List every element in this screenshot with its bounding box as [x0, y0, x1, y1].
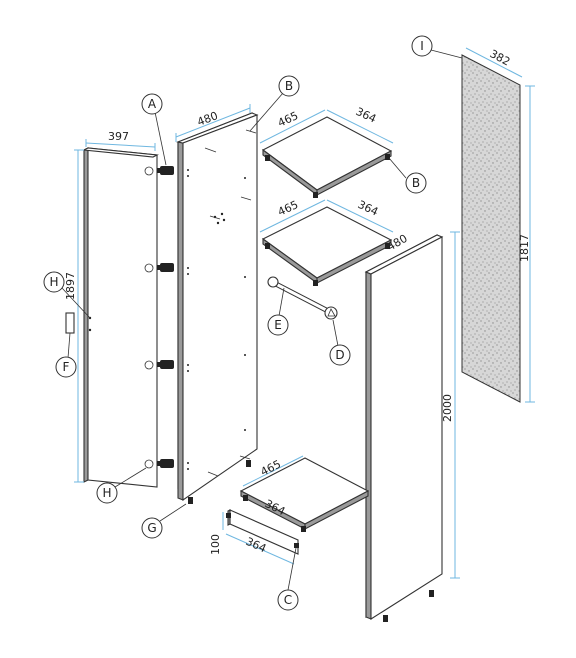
svg-text:E: E — [274, 318, 282, 332]
svg-text:D: D — [335, 348, 344, 362]
middle-shelf-dimension-lines — [259, 199, 394, 233]
svg-text:C: C — [284, 593, 292, 607]
right-panel-dimension-lines — [450, 231, 460, 579]
hanging-rod — [267, 276, 338, 320]
svg-text:F: F — [63, 360, 70, 374]
callout-h-bottom: H — [96, 467, 147, 504]
left-panel-feet — [188, 460, 251, 504]
callout-b-shelf: B — [388, 157, 427, 194]
top-shelf — [261, 116, 393, 198]
callout-e: E — [267, 287, 289, 336]
right-panel-depth-label: 480 — [385, 232, 410, 254]
callout-g: G — [141, 503, 187, 539]
left-panel-dimension-lines — [175, 104, 251, 142]
hinges — [157, 166, 174, 468]
back-panel-dimension-lines — [465, 47, 535, 403]
bottom-shelf-dimension-lines — [242, 455, 304, 487]
handle-part — [65, 312, 75, 334]
svg-text:G: G — [147, 521, 156, 535]
svg-text:B: B — [412, 176, 420, 190]
callout-a: A — [141, 93, 167, 166]
callout-h-top: H — [43, 271, 91, 319]
top-shelf-dimension-lines — [259, 109, 394, 144]
back-panel-height-label: 1817 — [518, 234, 531, 262]
callout-b-top: B — [249, 75, 300, 132]
plinth-height-label: 100 — [209, 534, 222, 555]
right-panel-height-label: 2000 — [441, 394, 454, 422]
plinth — [226, 509, 299, 555]
right-side-panel — [364, 234, 444, 622]
door-height-label: 1897 — [64, 272, 77, 300]
door-hinge-cups — [144, 166, 154, 469]
left-side-panel — [176, 112, 259, 504]
middle-shelf-depth-label: 465 — [276, 198, 301, 219]
hinge-3 — [157, 360, 174, 369]
callout-f: F — [55, 332, 77, 378]
hinge-4 — [157, 459, 174, 468]
svg-text:B: B — [285, 79, 293, 93]
hinge-1 — [157, 166, 174, 175]
svg-text:H: H — [49, 275, 58, 289]
door-dimension-lines — [74, 139, 156, 483]
top-shelf-width-label: 364 — [354, 105, 379, 126]
door-width-label: 397 — [108, 130, 129, 143]
svg-text:I: I — [420, 39, 424, 53]
bottom-shelf — [239, 457, 370, 532]
top-shelf-depth-label: 465 — [276, 109, 301, 130]
left-panel-depth-label: 480 — [195, 109, 219, 129]
callout-c: C — [277, 547, 299, 611]
hinge-2 — [157, 263, 174, 272]
svg-text:H: H — [102, 486, 111, 500]
left-panel-dowels — [204, 129, 257, 477]
callout-d: D — [329, 319, 351, 366]
door-panel — [82, 147, 159, 488]
plinth-dimension-lines — [222, 512, 295, 565]
back-panel — [461, 54, 521, 403]
svg-text:A: A — [148, 97, 157, 111]
callout-i: I — [411, 35, 463, 59]
middle-shelf — [261, 206, 393, 286]
